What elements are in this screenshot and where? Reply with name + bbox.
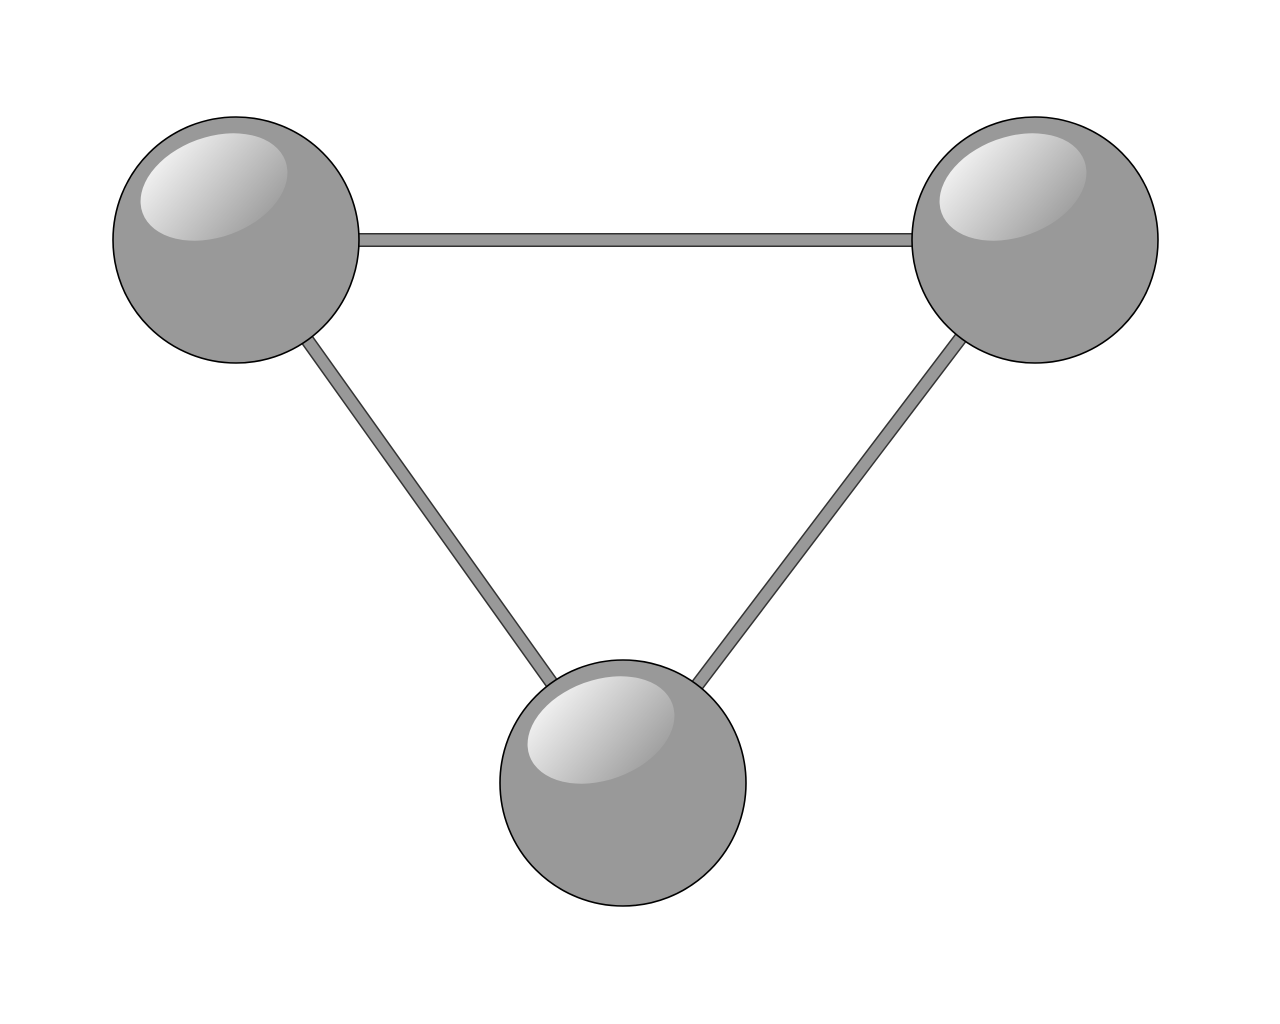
nodes-layer: [112, 116, 1159, 907]
node-top-right: [911, 116, 1159, 364]
node-highlight: [140, 133, 288, 241]
node-highlight: [527, 676, 675, 784]
node-highlight: [939, 133, 1087, 241]
node-top-left: [112, 116, 360, 364]
node-bottom: [499, 659, 747, 907]
